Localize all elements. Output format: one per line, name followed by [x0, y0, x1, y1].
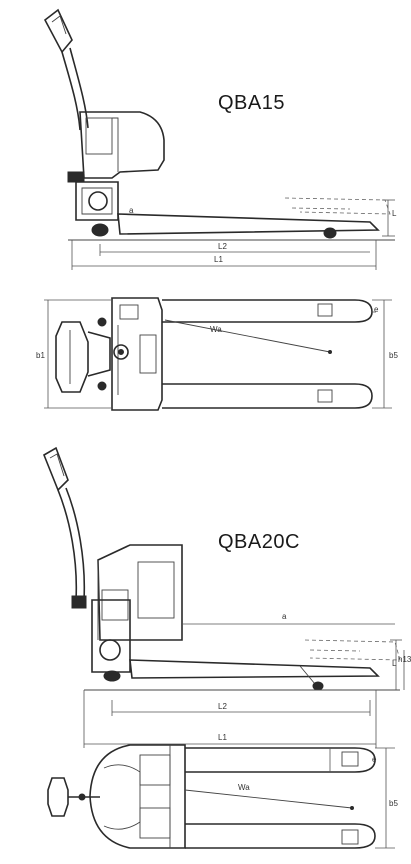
dim-label: b1 [36, 351, 45, 360]
fork-side [117, 213, 380, 235]
drive-unit-body [97, 544, 183, 641]
dim-label: e [374, 305, 379, 314]
dim-label: L [392, 659, 397, 668]
dim-label: Wa [210, 325, 222, 334]
drive-wheel [103, 670, 121, 682]
dim-label: a [129, 206, 134, 215]
qba20c-top-view [47, 744, 395, 849]
dim-label: b5 [389, 799, 398, 808]
handle-shaft [61, 51, 81, 131]
fork-right [185, 823, 376, 849]
tiller-head [55, 321, 89, 393]
fork-left [162, 299, 373, 323]
drive-unit-body [79, 111, 165, 179]
model-title-qba15: QBA15 [218, 92, 285, 114]
dim-label: L2 [218, 702, 227, 711]
model-title-qba20c: QBA20C [218, 531, 300, 553]
load-wheel [323, 227, 337, 239]
qba15-top-view [44, 297, 392, 411]
handle-grip [43, 446, 69, 492]
load-wheel [312, 681, 324, 691]
handle-grip [43, 8, 73, 54]
dim-label: h13 [398, 655, 411, 664]
chassis-top [111, 297, 163, 411]
drive-wheel [91, 223, 109, 237]
dim-label: e [372, 755, 377, 764]
tiller-head [47, 777, 69, 817]
dim-label: L2 [218, 242, 227, 251]
dim-label: a [282, 612, 287, 621]
chassis-top [89, 744, 186, 849]
dim-label: L [392, 209, 397, 218]
dim-label: L1 [218, 733, 227, 742]
dim-label: L1 [214, 255, 223, 264]
handle-shaft [57, 489, 78, 601]
qba15-side-view [43, 8, 395, 270]
fork-side [129, 659, 380, 679]
dim-label: Wa [238, 783, 250, 792]
fork-right [162, 383, 373, 409]
qba20c-side-view [43, 446, 405, 748]
dim-label: b5 [389, 351, 398, 360]
fork-left [185, 747, 376, 773]
